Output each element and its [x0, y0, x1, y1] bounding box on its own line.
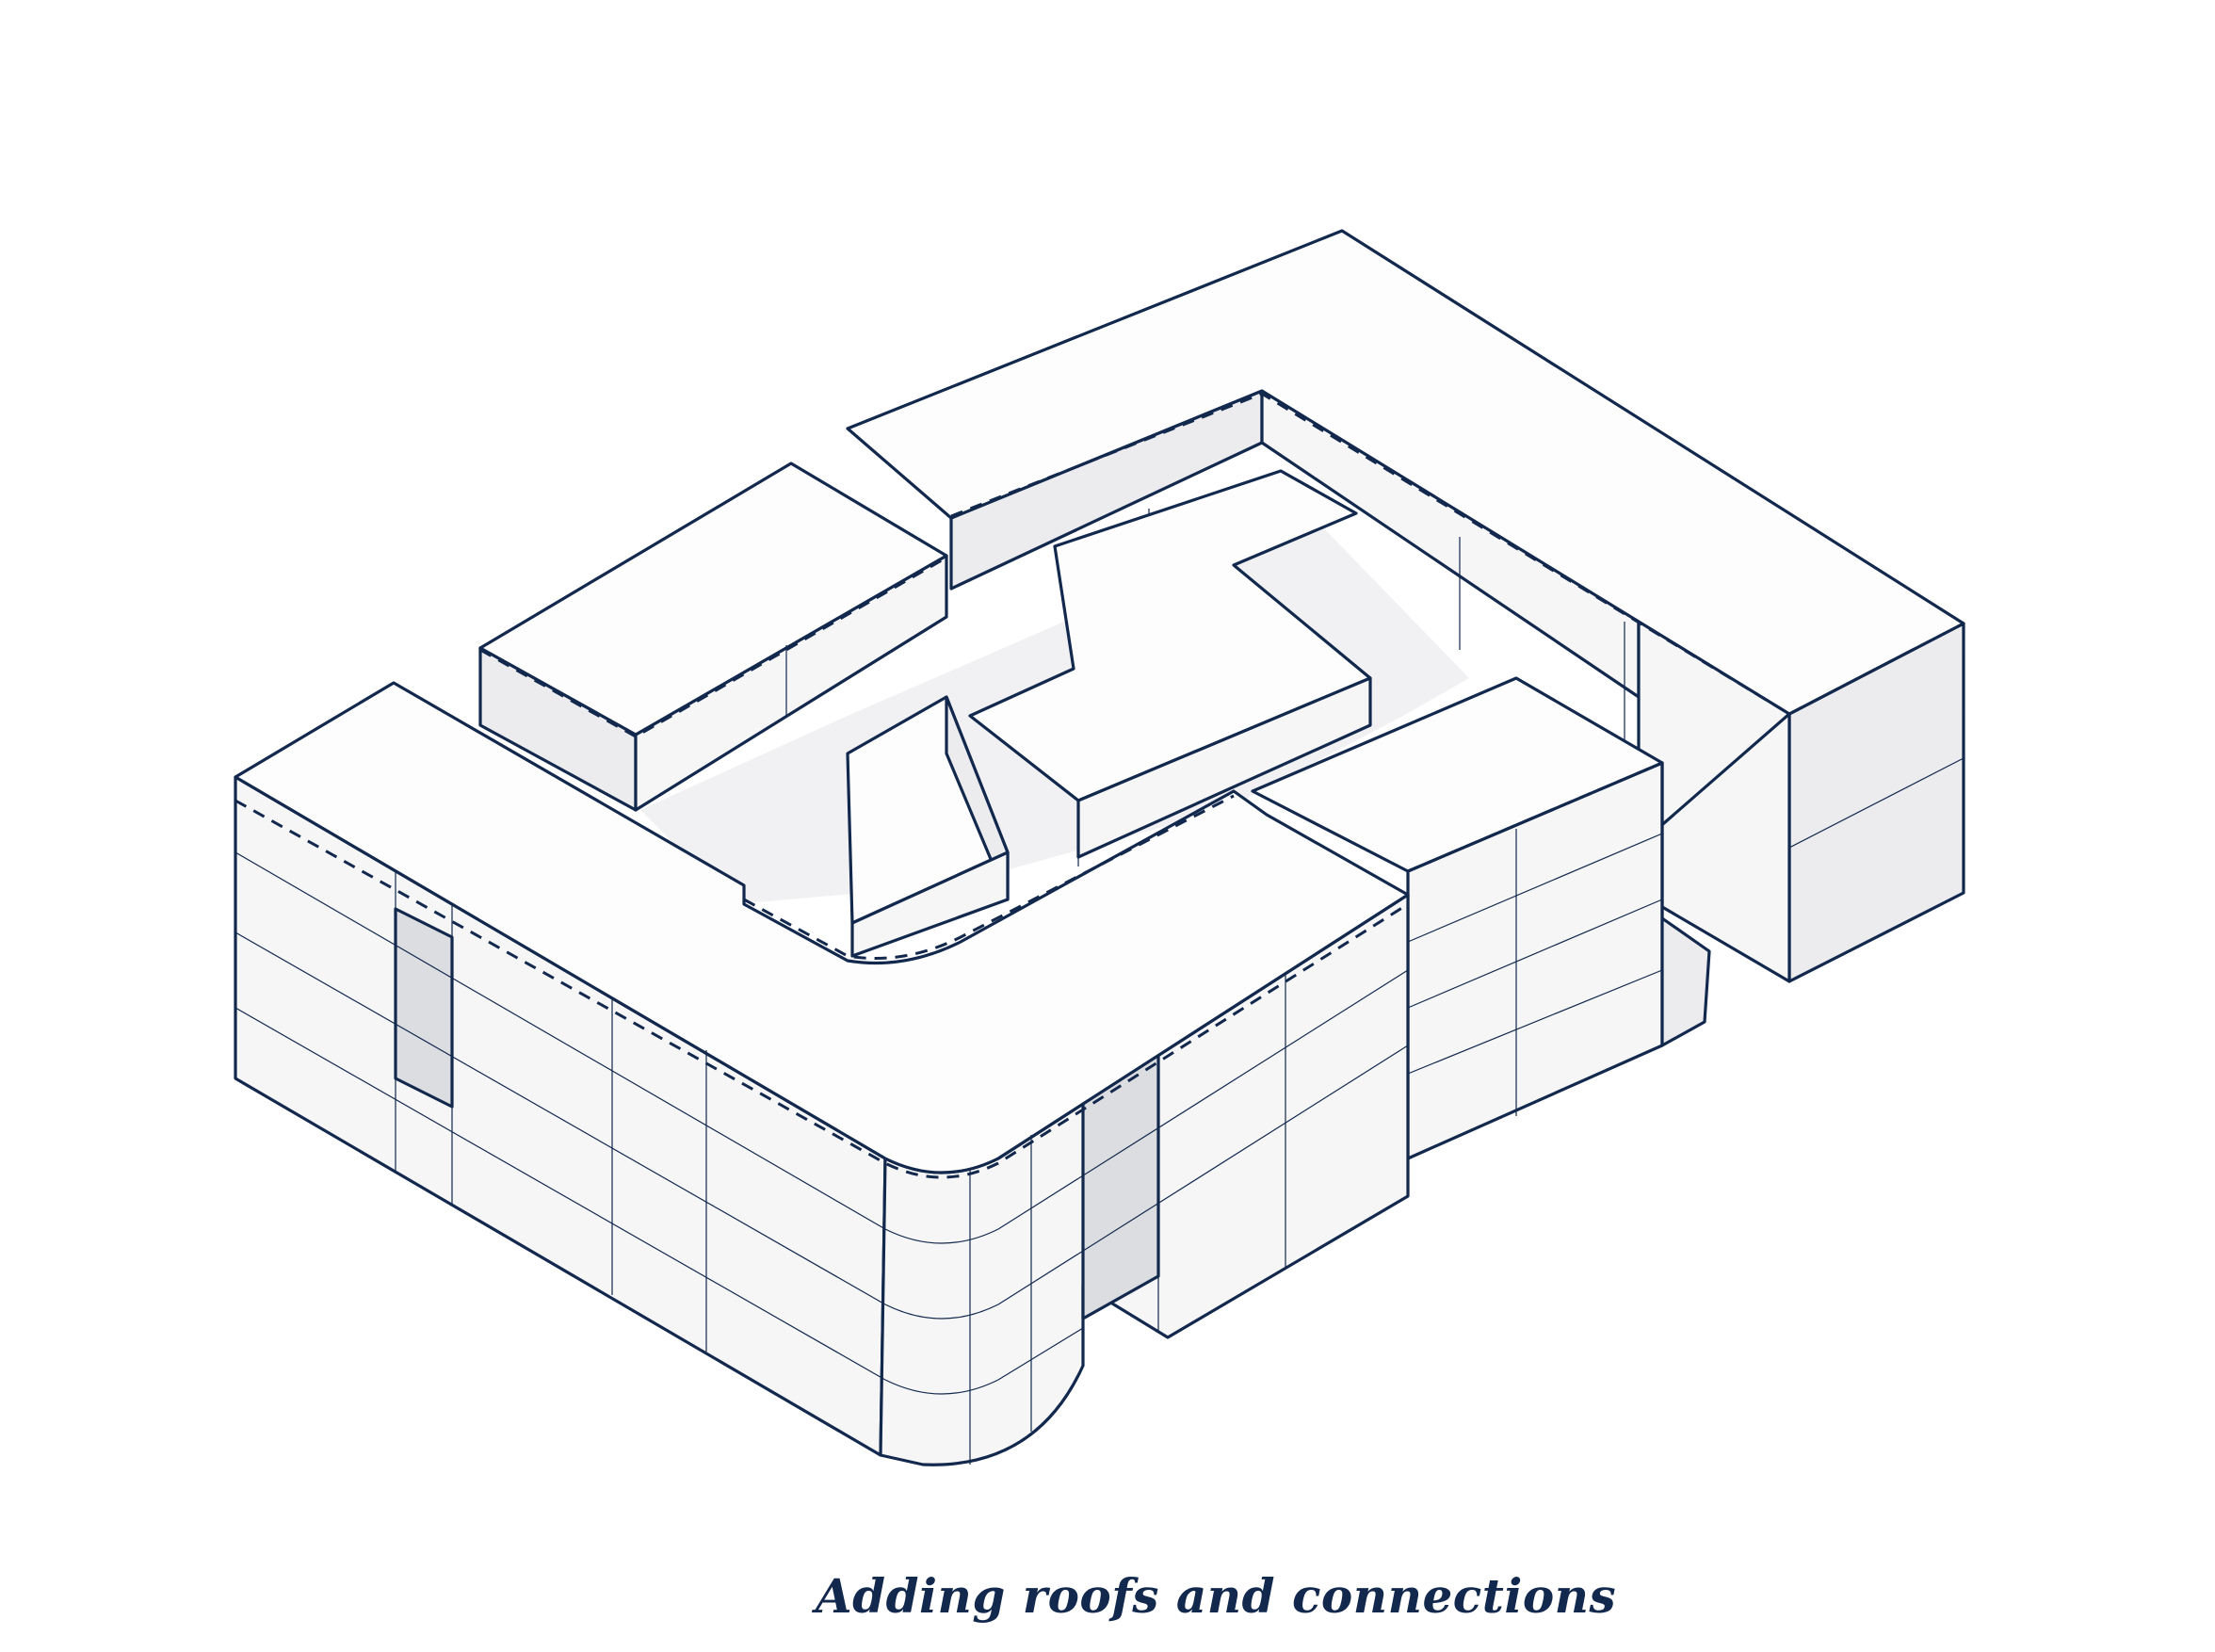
right-wing-floor-2 [1407, 899, 1663, 1009]
diagram-caption: Adding roofs and connections [815, 1568, 1617, 1624]
back-block-ledge [1788, 757, 1964, 849]
back-block-dashed-edge [950, 392, 1964, 716]
right-wing-floor-1 [1407, 833, 1663, 943]
back-right-l-block [846, 229, 1965, 983]
left-back-roof [478, 462, 948, 737]
front-block-notch-left [394, 907, 454, 1109]
front-block-dashed-inner-edge [743, 794, 1235, 960]
front-floor-line-2 [234, 931, 886, 1305]
front-u-block [234, 681, 1410, 1466]
front-block-roof [234, 681, 1410, 1174]
front-floor-line-1 [234, 851, 886, 1230]
front-curve-floor-3 [884, 1327, 1084, 1395]
right-wing-dashed-edge [1407, 761, 1663, 873]
right-low-wing [1251, 676, 1711, 1160]
courtyard-inner-blocks [846, 469, 1372, 958]
right-wing-side [1660, 761, 1711, 1047]
left-back-block [478, 462, 948, 812]
right-wing-floor-3 [1407, 969, 1663, 1075]
front-curve-floor-1 [884, 969, 1409, 1244]
courtyard-box-front [850, 850, 1010, 958]
back-block-ledge-5 [1657, 903, 1790, 982]
back-block-roof [846, 229, 1965, 716]
front-floor-line-3 [234, 1007, 886, 1381]
front-block-dashed-front-edge [234, 799, 1409, 1179]
left-back-dashed-edge [479, 556, 947, 738]
front-curve-floor-2 [884, 1045, 1409, 1320]
